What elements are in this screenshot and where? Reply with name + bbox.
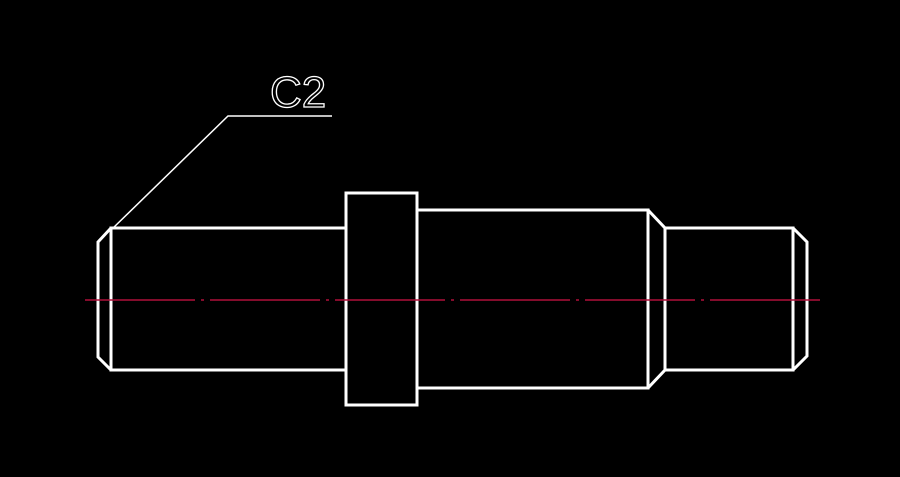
callout-leader-line	[110, 115, 332, 231]
chamfer-callout	[110, 115, 332, 231]
shaft-outline	[96, 191, 809, 407]
callout-label: C2	[270, 68, 326, 117]
